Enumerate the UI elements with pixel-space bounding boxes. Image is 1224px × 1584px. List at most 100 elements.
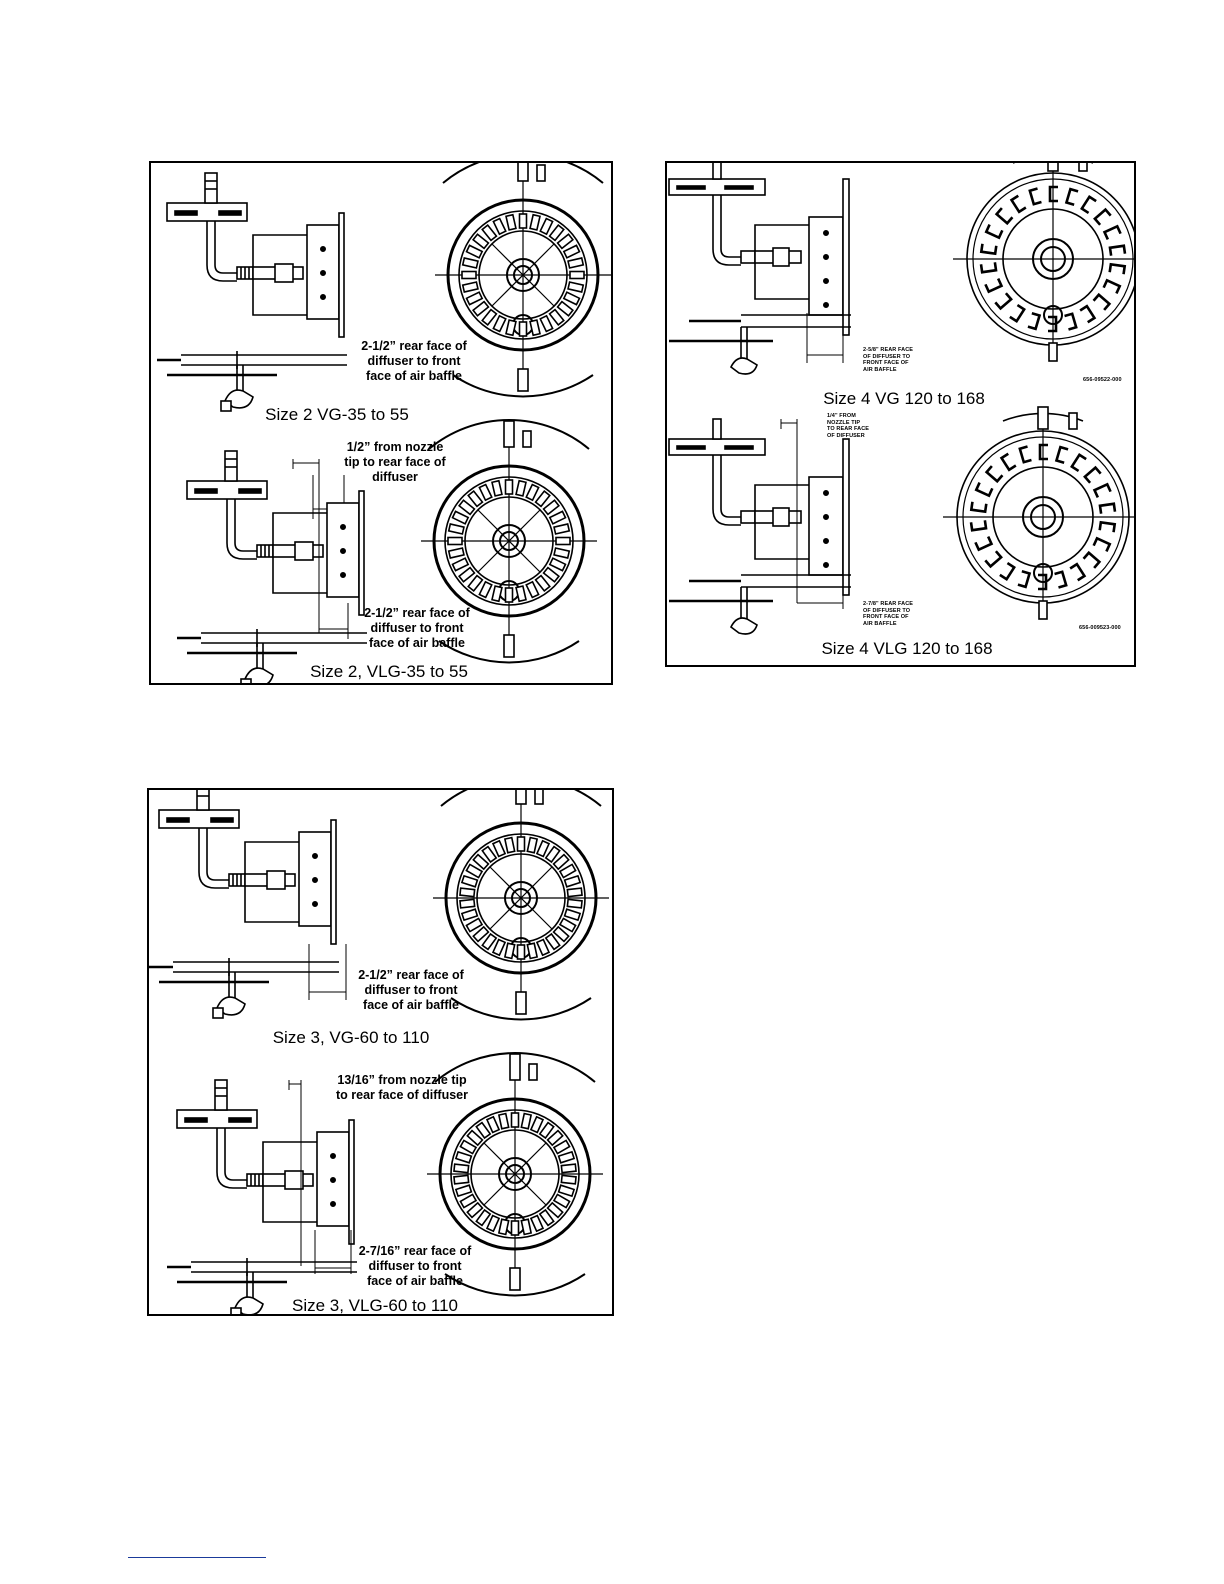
note-line: diffuser to front (364, 983, 458, 997)
diffuser-slot (552, 853, 570, 871)
diffuser-vane (974, 482, 994, 498)
diffuser-slot (491, 585, 503, 603)
diffuser-slot (466, 1129, 484, 1147)
diffuser-slot (465, 863, 484, 879)
diffuser-slot (548, 224, 565, 242)
diffuser-slot (467, 574, 484, 592)
diffuser-slot (529, 213, 541, 231)
diffuser-slot (453, 1163, 470, 1174)
size2-vlg-dimension-note: 2-1/2” rear face of diffuser to front fa… (364, 606, 470, 651)
diffuser-slot (465, 244, 484, 259)
diffuser-slot (447, 547, 465, 559)
diffuser-slot (557, 1184, 576, 1198)
diffuser-slot (546, 1201, 564, 1219)
diffuser-slot (459, 887, 476, 898)
diffuser-vane (974, 536, 994, 552)
diffuser-vane (1082, 550, 1102, 569)
diffuser-slot (556, 300, 574, 317)
diffuser-slot (563, 908, 582, 922)
diffuser-slot (492, 217, 507, 236)
diffuser-slot (539, 217, 554, 236)
diffuser-slot (481, 845, 498, 864)
diffuser-slot (558, 863, 577, 879)
note-line: 2-5/8" REAR FACE (863, 347, 914, 353)
note-line: face of air baffle (366, 369, 462, 383)
diffuser-slot (539, 314, 554, 333)
diffuser-slot (529, 1115, 545, 1134)
size4-vlg-nozzle-note: 1/4" FROM NOZZLE TIP TO REAR FACE OF DIF… (827, 413, 869, 439)
diffuser-slot (475, 1208, 492, 1227)
diffuser-slot (548, 308, 565, 326)
diffuser-vane (1027, 311, 1042, 331)
diffuser-slot (560, 1174, 577, 1185)
diffuser-vane (1048, 185, 1058, 203)
diffuser-slot (553, 523, 571, 535)
diffuser-vane (979, 262, 998, 274)
diffuser-slot (538, 1208, 555, 1227)
size4-vlg-dimension-note: 2-7/8" REAR FACE OF DIFFUSER TO FRONT FA… (863, 601, 913, 627)
diffuser-slot (453, 1174, 470, 1185)
note-line: tip to rear face of (344, 455, 446, 469)
size4-vlg-part-number: 656-009523-000 (1079, 625, 1121, 631)
note-line: 2-1/2” rear face of (364, 606, 470, 620)
note-line: diffuser to front (368, 1259, 462, 1273)
diffuser-slot (562, 244, 581, 259)
diagram-panel-size3: 2-1/2” rear face of diffuser to front fa… (147, 788, 614, 1316)
diffuser-slot (485, 1115, 501, 1134)
diffuser-slot (562, 291, 581, 306)
note-line: FRONT FACE OF (863, 360, 909, 366)
diffuser-slot (516, 944, 526, 960)
note-line: to rear face of diffuser (336, 1088, 468, 1102)
size4-vg-part-number: 656-09522-000 (1083, 377, 1122, 383)
diffuser-slot (557, 1150, 576, 1164)
diffuser-slot (465, 291, 484, 306)
diagram-panel-size2: 2-1/2” rear face of diffuser to front fa… (149, 161, 613, 685)
diffuser-slot (526, 942, 539, 960)
diffuser-slot (520, 1112, 533, 1130)
diffuser-vane (1098, 520, 1117, 533)
diffuser-slot (504, 587, 514, 603)
diffuser-slot (542, 566, 560, 583)
diffuser-slot (454, 1184, 473, 1198)
diffuser-slot (510, 1220, 520, 1236)
note-line: FRONT FACE OF (863, 614, 909, 620)
diffuser-slot (515, 479, 527, 497)
note-line: face of air baffle (363, 998, 459, 1012)
diffuser-slot (497, 1218, 510, 1236)
diffuser-slot (461, 257, 479, 269)
diffuser-vane (984, 550, 1003, 569)
note-line: 1/4" FROM (827, 413, 856, 419)
diffuser-slot (569, 270, 585, 280)
diffuser-vane (1092, 482, 1112, 498)
diffuser-slot (503, 942, 516, 960)
diffuser-slot (520, 1218, 533, 1236)
note-line: diffuser (372, 470, 418, 484)
diffuser-slot (526, 836, 539, 854)
note-line: 2-7/8" REAR FACE (863, 601, 914, 607)
size2-vlg-caption: Size 2, VLG-35 to 55 (310, 662, 468, 681)
diffuser-slot (491, 938, 507, 957)
diffuser-vane (984, 278, 1004, 294)
diffuser-slot (492, 314, 507, 333)
diffuser-slot (460, 874, 479, 888)
diffuser-slot (566, 898, 583, 909)
diffuser-vane (1038, 573, 1048, 591)
note-line: 2-7/16” rear face of (358, 1244, 472, 1258)
diffuser-slot (552, 1139, 571, 1155)
diffuser-slot (553, 547, 571, 559)
diffuser-slot (567, 257, 585, 269)
diffuser-slot (458, 499, 476, 516)
diffuser-slot (472, 233, 490, 250)
diffuser-vane (1083, 465, 1102, 484)
diffuser-slot (478, 483, 493, 502)
size4-drawing (667, 163, 1134, 636)
diffuser-slot (459, 1139, 478, 1155)
diffuser-slot (485, 1214, 501, 1233)
diffuser-slot (481, 932, 498, 951)
diffuser-slot (472, 925, 490, 943)
note-line: AIR BAFFLE (863, 620, 897, 627)
size3-drawing (149, 790, 611, 1314)
diffuser-slot (461, 281, 479, 293)
note-line: AIR BAFFLE (863, 366, 897, 373)
diffuser-slot (505, 213, 517, 231)
